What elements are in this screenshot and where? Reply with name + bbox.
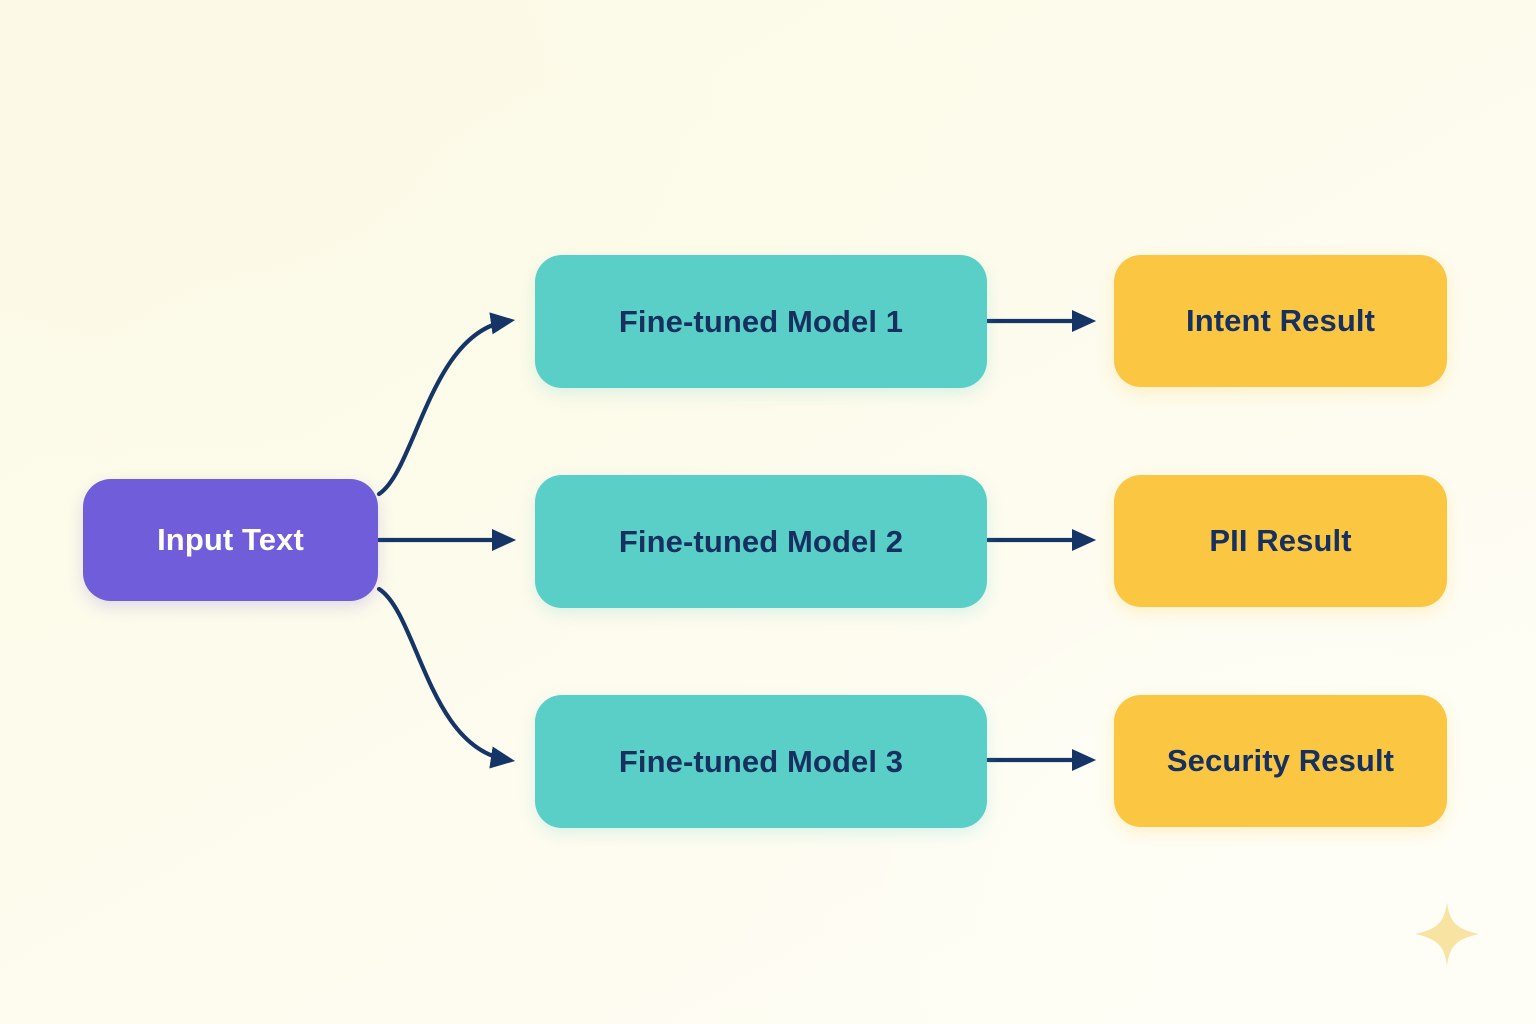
- node-pii-result[interactable]: PII Result: [1114, 475, 1447, 607]
- node-input-text[interactable]: Input Text: [83, 479, 378, 601]
- node-fine-tuned-model-2-label: Fine-tuned Model 2: [618, 523, 904, 559]
- node-input-text-label: Input Text: [157, 522, 304, 557]
- node-security-result[interactable]: Security Result: [1114, 695, 1447, 827]
- node-pii-result-label: PII Result: [1209, 523, 1352, 558]
- node-security-result-label: Security Result: [1166, 743, 1395, 778]
- edge-input-to-model-1: [376, 312, 516, 497]
- node-fine-tuned-model-3-label: Fine-tuned Model 3: [618, 743, 904, 779]
- edge-input-to-model-3: [376, 586, 516, 769]
- node-fine-tuned-model-1-label: Fine-tuned Model 1: [618, 303, 904, 339]
- node-fine-tuned-model-3[interactable]: Fine-tuned Model 3: [535, 695, 987, 828]
- node-fine-tuned-model-1[interactable]: Fine-tuned Model 1: [535, 255, 987, 388]
- sparkle-icon: [1415, 902, 1479, 966]
- node-fine-tuned-model-2[interactable]: Fine-tuned Model 2: [535, 475, 987, 608]
- node-intent-result-label: Intent Result: [1185, 303, 1376, 338]
- node-intent-result[interactable]: Intent Result: [1114, 255, 1447, 387]
